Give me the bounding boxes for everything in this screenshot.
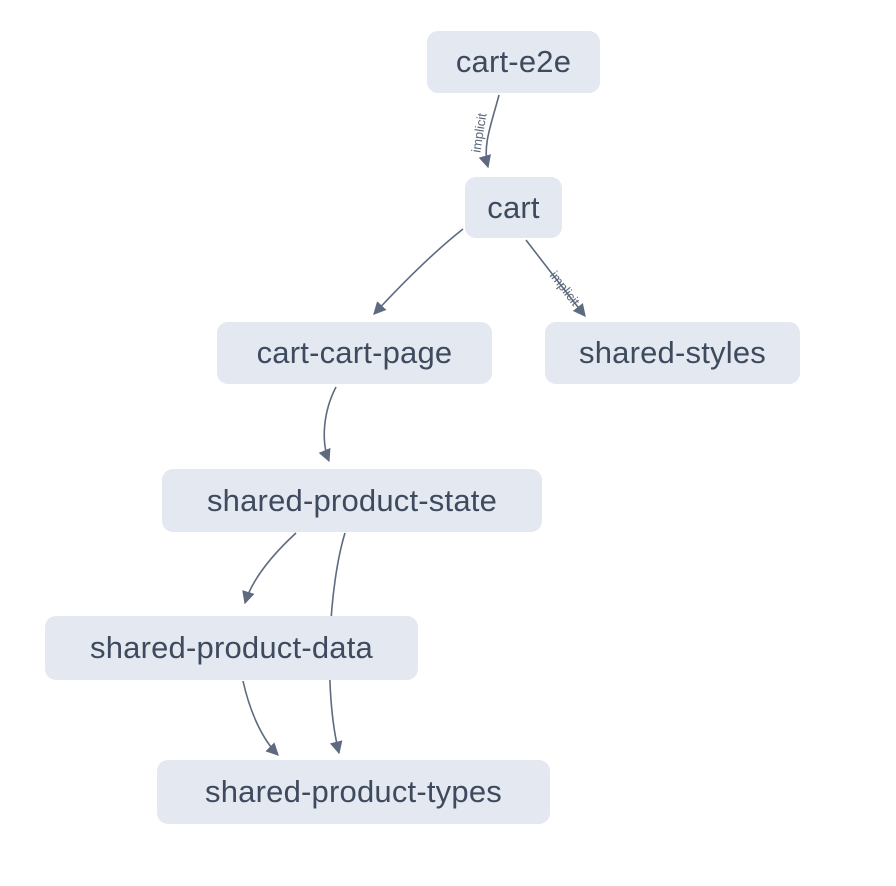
node-label-shared-styles: shared-styles xyxy=(579,335,766,370)
node-label-shared-product-data: shared-product-data xyxy=(90,630,373,665)
edge-cart-cart-page-to-shared-product-state xyxy=(318,386,337,463)
node-label-cart-e2e: cart-e2e xyxy=(455,44,572,79)
edge-cart-to-shared-styles xyxy=(525,239,586,318)
edge-shared-product-state-to-shared-product-data xyxy=(242,532,297,605)
edge-cart-to-cart-cart-page xyxy=(373,228,464,315)
node-shared-product-types[interactable]: shared-product-types xyxy=(157,760,550,824)
node-shared-product-state[interactable]: shared-product-state xyxy=(162,469,542,532)
node-label-cart: cart xyxy=(487,189,540,225)
node-cart[interactable]: cart xyxy=(465,177,562,238)
node-cart-e2e[interactable]: cart-e2e xyxy=(427,31,600,93)
node-cart-cart-page[interactable]: cart-cart-page xyxy=(217,322,492,384)
node-label-cart-cart-page: cart-cart-page xyxy=(256,335,453,370)
node-shared-product-data[interactable]: shared-product-data xyxy=(45,616,418,680)
edge-label-cart-e2e-to-cart: implicit xyxy=(468,112,489,154)
edge-shared-product-data-to-shared-product-types xyxy=(242,680,279,756)
edge-cart-e2e-to-cart xyxy=(478,94,500,169)
node-label-shared-product-state: shared-product-state xyxy=(206,482,498,518)
node-label-shared-product-types: shared-product-types xyxy=(205,774,502,809)
node-shared-styles[interactable]: shared-styles xyxy=(545,322,800,384)
